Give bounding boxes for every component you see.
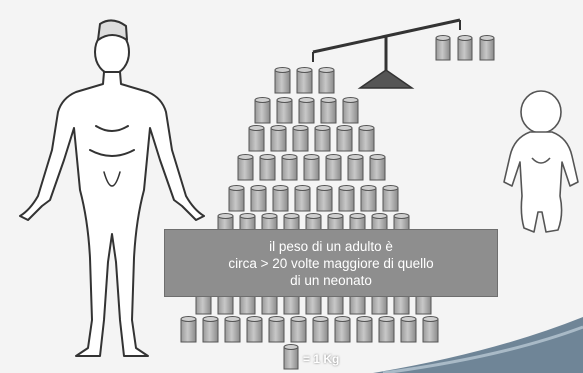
corner-swoosh-decoration: [373, 313, 583, 373]
weight-cylinder-icon: [273, 186, 288, 212]
weight-cylinder-icon: [271, 126, 286, 152]
weight-cylinder-icon: [321, 98, 336, 124]
weight-cylinder-icon: [458, 36, 472, 61]
weight-cylinder-icon: [269, 317, 284, 343]
caption-line-1: il peso di un adulto è: [165, 238, 497, 255]
weight-cylinder-icon: [326, 155, 341, 181]
adult-figure-icon: [20, 20, 204, 356]
weight-cylinder-icon: [343, 98, 358, 124]
weight-cylinder-icon: [361, 186, 376, 212]
weight-cylinder-icon: [370, 155, 385, 181]
weight-cylinder-icon: [225, 317, 240, 343]
weight-cylinder-icon: [247, 317, 262, 343]
weight-cylinder-icon: [229, 186, 244, 212]
weight-cylinder-icon: [295, 186, 310, 212]
weight-cylinder-icon: [282, 155, 297, 181]
weight-cylinder-icon: [291, 317, 306, 343]
weight-cylinder-icon: [383, 186, 398, 212]
weight-cylinder-icon: [359, 126, 374, 152]
weight-cylinder-icon: [315, 126, 330, 152]
caption-line-3: di un neonato: [165, 272, 497, 289]
weight-cylinder-icon: [260, 155, 275, 181]
weight-cylinder-icon: [293, 126, 308, 152]
weight-cylinder-icon: [249, 126, 264, 152]
weight-cylinder-icon: [251, 186, 266, 212]
weight-cylinder-icon: [335, 317, 350, 343]
weight-cylinder-icon: [275, 68, 290, 94]
baby-figure-icon: [504, 91, 578, 232]
weight-cylinder-icon: [181, 317, 196, 343]
weight-cylinder-icon: [339, 186, 354, 212]
weight-cylinder-icon: [313, 317, 328, 343]
weight-cylinder-icon: [203, 317, 218, 343]
weight-cylinder-icon: [337, 126, 352, 152]
weight-cylinder-icon: [480, 36, 494, 61]
legend-weight-icon: [284, 345, 298, 370]
caption-box: il peso di un adulto è circa > 20 volte …: [164, 229, 498, 297]
weight-cylinder-icon: [297, 68, 312, 94]
weight-cylinder-icon: [238, 155, 253, 181]
weight-cylinder-icon: [436, 36, 450, 61]
weight-cylinder-icon: [357, 317, 372, 343]
legend-unit-label: = 1 Kg: [303, 352, 339, 366]
weight-cylinder-icon: [255, 98, 270, 124]
weight-cylinder-icon: [317, 186, 332, 212]
weight-cylinder-icon: [319, 68, 334, 94]
caption-line-2: circa > 20 volte maggiore di quello: [165, 255, 497, 272]
weight-cylinder-icon: [348, 155, 363, 181]
weight-cylinder-icon: [277, 98, 292, 124]
weight-cylinder-icon: [299, 98, 314, 124]
weight-cylinder-icon: [304, 155, 319, 181]
